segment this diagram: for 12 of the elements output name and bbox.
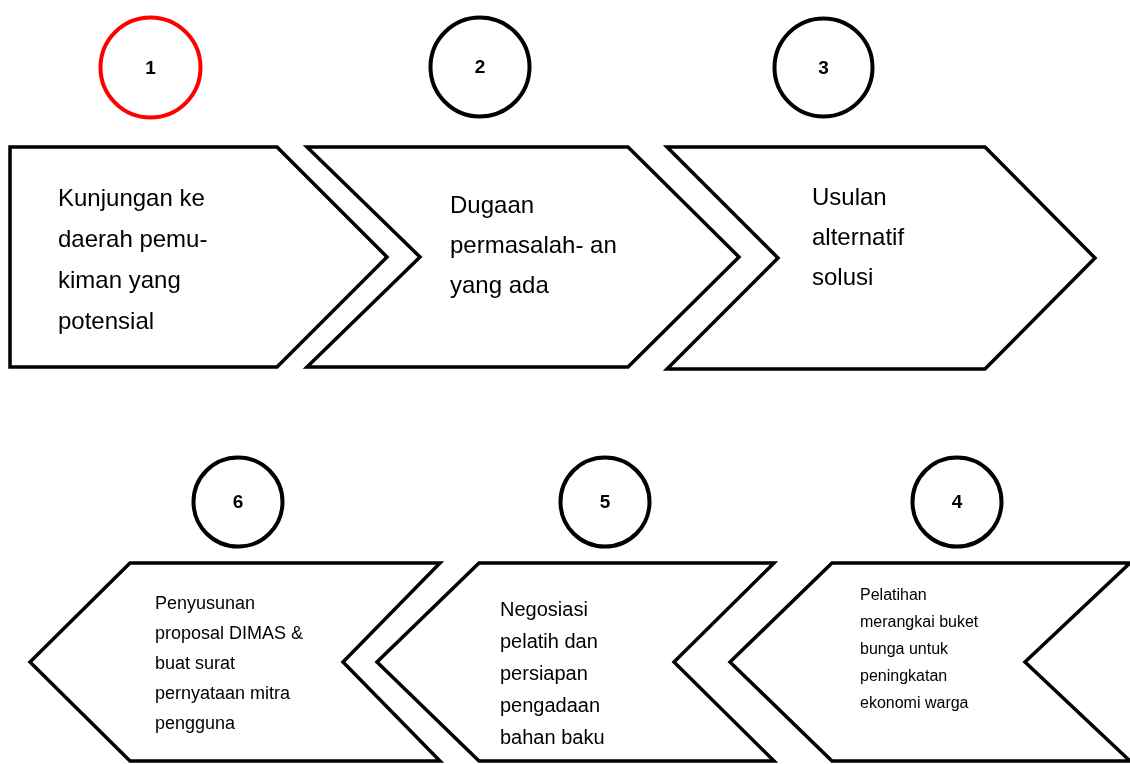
step-description: Dugaan permasalah- an yang ada xyxy=(450,190,618,300)
step-number: 5 xyxy=(598,490,612,514)
step-number: 2 xyxy=(473,55,487,79)
step-description: Usulan alternatif solusi xyxy=(812,182,906,292)
step-description: Kunjungan ke daerah pemu- kiman yang potensial xyxy=(58,183,209,336)
step-number: 3 xyxy=(817,55,830,80)
step-number: 6 xyxy=(231,490,245,514)
step-number: 4 xyxy=(950,490,964,514)
step-description: Penyusunan proposal DIMAS & buat surat pernyataan mitra pengguna xyxy=(155,592,305,735)
step-number: 1 xyxy=(144,55,157,80)
step-description: Pelatihan merangkai buket bunga untuk peningkatan ekonomi warga xyxy=(860,585,980,713)
step-description: Negosiasi pelatih dan persiapan pengadaan bahan baku xyxy=(500,597,606,750)
